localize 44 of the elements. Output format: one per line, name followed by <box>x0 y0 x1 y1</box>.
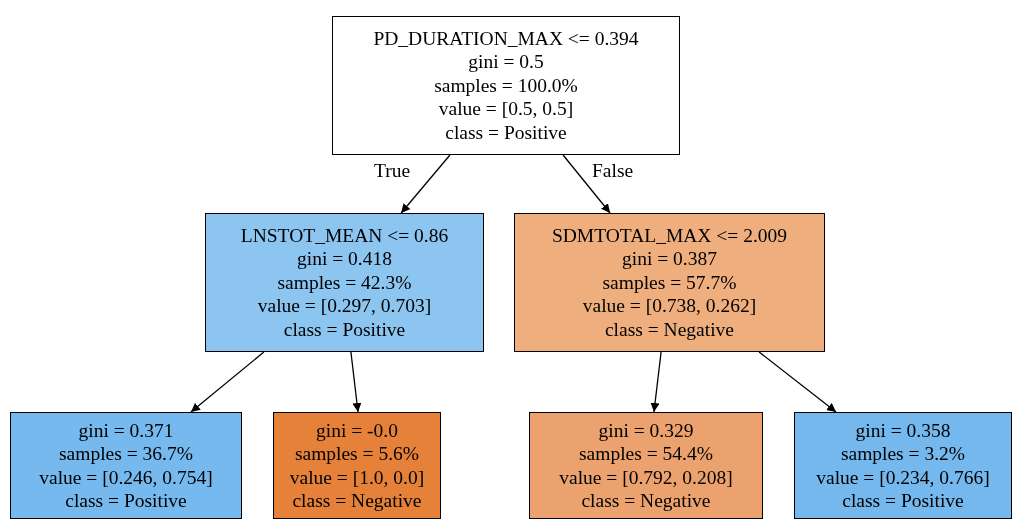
node-text: class = Positive <box>842 489 964 513</box>
node-text: value = [0.246, 0.754] <box>39 465 213 489</box>
tree-node-box <box>205 213 484 352</box>
node-text: gini = -0.0 <box>316 418 398 442</box>
node-text: class = Negative <box>604 317 734 342</box>
arrow <box>400 154 451 214</box>
node-text: value = [0.234, 0.766] <box>816 465 990 489</box>
node-text: samples = 36.7% <box>59 442 193 466</box>
arrow <box>562 154 611 214</box>
tree-node-box <box>514 213 825 352</box>
node-text: value = [0.297, 0.703] <box>257 294 432 318</box>
tree-node-box <box>794 412 1012 519</box>
node-text: samples = 5.6% <box>294 442 420 466</box>
node-text: samples = 100.0% <box>434 73 578 98</box>
node-text: class = Positive <box>445 120 567 145</box>
node-text: class = Positive <box>283 317 406 342</box>
node-text: LNSTOT_MEAN <= 0.86 <box>240 223 449 248</box>
node-text: value = [1.0, 0.0] <box>289 465 425 489</box>
node-text: gini = 0.358 <box>855 418 951 442</box>
tree-node-box <box>529 412 763 519</box>
node-text: value = [0.5, 0.5] <box>438 97 574 121</box>
arrow <box>190 351 265 413</box>
node-text: class = Positive <box>65 489 187 513</box>
node-text: class = Negative <box>581 489 711 513</box>
node-text: gini = 0.387 <box>622 247 717 271</box>
arrow <box>350 351 362 413</box>
node-text: gini = 0.371 <box>78 418 174 442</box>
arrow <box>758 351 837 413</box>
node-text: value = [0.738, 0.262] <box>582 294 757 318</box>
node-text: value = [0.792, 0.208] <box>559 465 733 489</box>
node-text: samples = 42.3% <box>277 270 412 295</box>
node-text: samples = 57.7% <box>602 270 737 295</box>
node-text: samples = 3.2% <box>840 442 966 466</box>
node-text: gini = 0.329 <box>598 418 694 442</box>
node-text: SDMTOTAL_MAX <= 2.009 <box>551 223 788 248</box>
node-text: gini = 0.5 <box>468 50 544 74</box>
node-text: class = Negative <box>292 489 422 513</box>
arrow <box>650 351 662 413</box>
tree-node-box <box>273 412 441 519</box>
node-text: PD_DURATION_MAX <= 0.394 <box>373 26 639 51</box>
node-text: samples = 54.4% <box>579 442 713 466</box>
tree-node-box <box>332 16 680 155</box>
tree-node-box <box>10 412 242 519</box>
node-text: gini = 0.418 <box>297 247 392 271</box>
